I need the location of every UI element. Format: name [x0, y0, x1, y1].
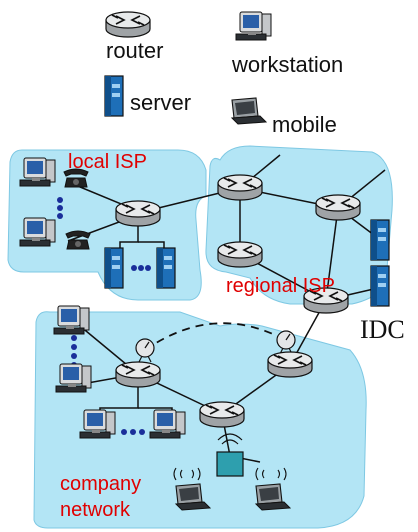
router-icon — [217, 241, 263, 268]
workstation-icon — [149, 409, 186, 439]
legend-router-icon — [105, 11, 151, 38]
legend-workstation-label: workstation — [231, 52, 343, 77]
regional-isp-label: regional ISP — [226, 275, 335, 297]
company-network-label: company network — [60, 473, 147, 521]
server-icon — [370, 265, 390, 307]
telephone-icon — [65, 230, 91, 250]
workstation-icon — [53, 305, 90, 335]
legend-workstation-icon — [235, 11, 272, 41]
server-icon — [104, 247, 124, 289]
company-network-line-2: network — [60, 499, 131, 521]
workstation-icon — [55, 363, 92, 393]
local-isp-label: local ISP — [68, 151, 147, 173]
legend-laptop-icon — [231, 97, 267, 125]
wireless-ap-icon — [216, 433, 244, 477]
router-icon — [115, 200, 161, 227]
company-network-line-1: company — [60, 473, 141, 495]
legend-mobile-label: mobile — [272, 112, 337, 137]
workstation-icon — [79, 409, 116, 439]
workstation-icon — [19, 217, 56, 247]
wireless-link — [144, 322, 286, 351]
server-icon — [156, 247, 176, 289]
router-icon — [115, 361, 161, 388]
router-icon — [315, 194, 361, 221]
workstation-icon — [19, 157, 56, 187]
router-icon — [267, 351, 313, 378]
wireless-signal-icon — [173, 467, 287, 481]
router-icon — [217, 174, 263, 201]
server-icon — [370, 219, 390, 261]
idc-label: IDC — [360, 315, 405, 344]
legend-server-label: server — [130, 90, 191, 115]
legend-server-icon — [104, 75, 124, 117]
router-icon — [199, 401, 245, 428]
legend-router-label: router — [106, 38, 163, 63]
